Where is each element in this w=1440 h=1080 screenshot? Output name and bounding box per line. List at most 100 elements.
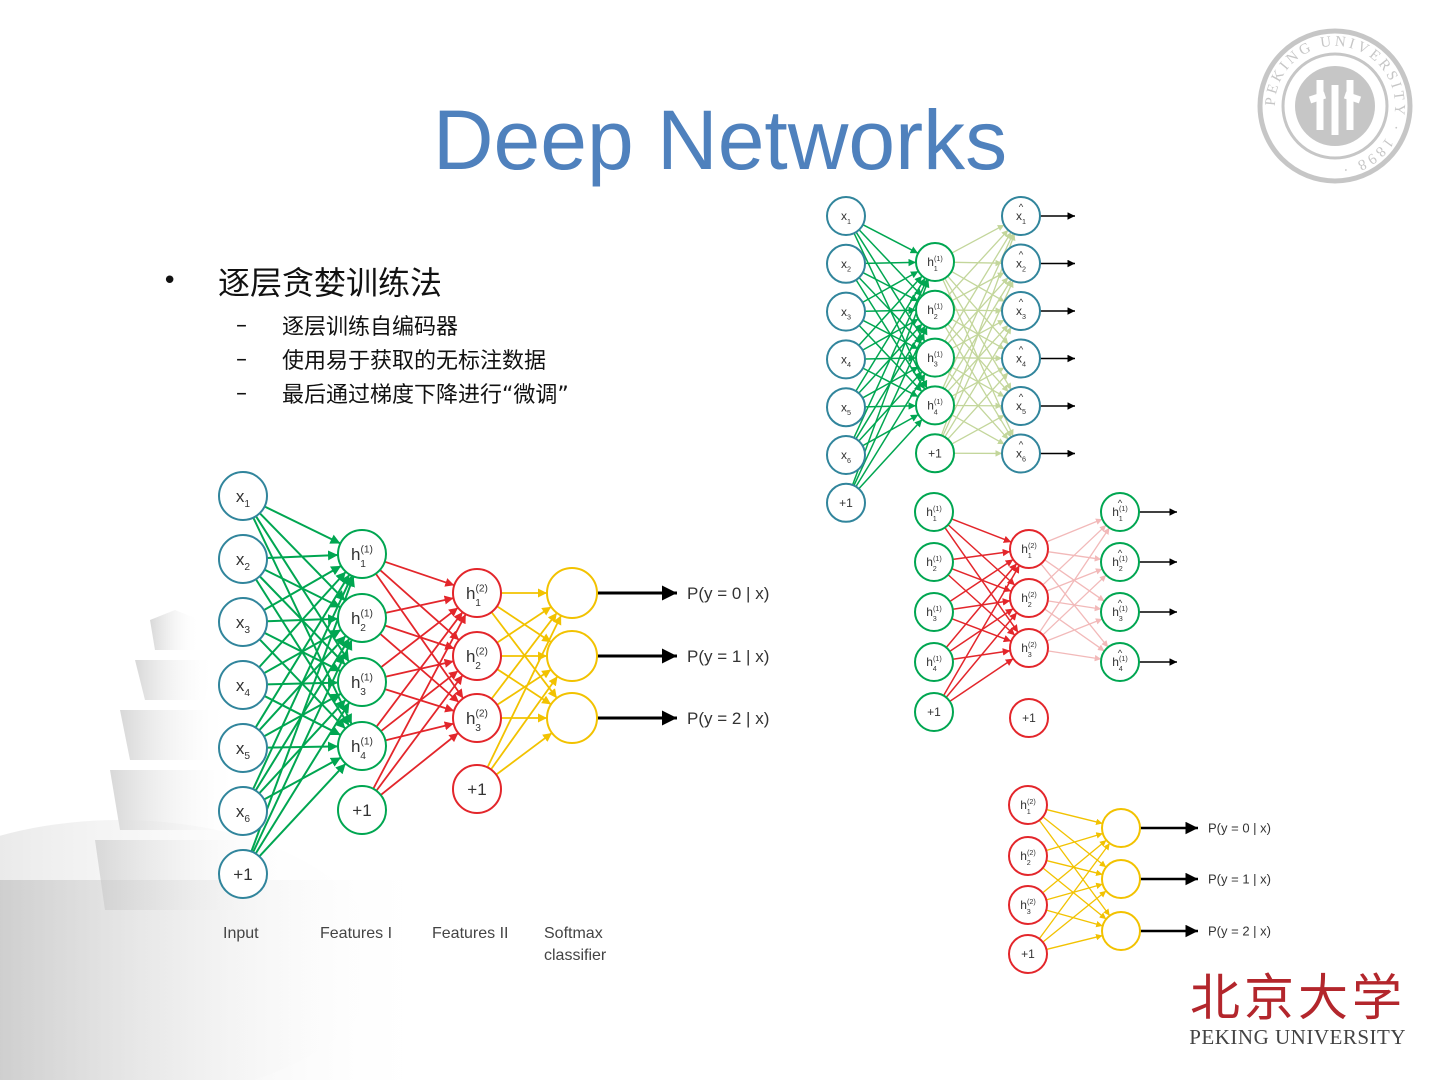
main-bullet: • 逐层贪婪训练法 [162,258,569,304]
ae2-output-node: h(1)1^ [1100,492,1140,532]
bullet-dot: • [162,266,178,296]
node-label: +1 [928,446,942,460]
ae1-output-node: x3^ [1001,291,1041,331]
connection-edge [375,611,464,728]
node-label: +1 [1021,947,1035,961]
ae2-hidden-node: +1 [1009,698,1049,738]
connection-edge [1046,909,1103,928]
connection-edge [1046,933,1103,951]
ae2-input-node: h(1)3 [914,592,954,632]
ae2-hidden-node: h(2)2 [1009,578,1049,618]
sub-bullets: –逐层训练自编码器 –使用易于获取的无标注数据 –最后通过梯度下降进行“微调” [162,308,569,410]
node-label: x1 [1016,209,1026,226]
connection-edge [949,657,1014,703]
connection-edge [942,280,1014,437]
node-label: h(1)3 [351,672,373,697]
input-node: +1 [218,849,268,899]
svg-text:^: ^ [1118,648,1123,659]
svg-text:^: ^ [1019,345,1024,356]
connection-edge [945,612,1018,698]
connection-edge [254,573,351,729]
connection-edge [855,373,926,487]
connection-edge [1046,832,1103,852]
connection-edge [942,565,1021,696]
hidden1-node: h(1)1 [337,529,387,579]
connection-edge [496,668,552,706]
softmax-node [546,567,598,619]
node-label: h(1)2 [926,554,941,573]
hidden1-node: h(1)4 [337,721,387,771]
connection-edge [266,550,339,561]
node-label: x6 [1016,447,1026,464]
connection-edge [952,548,1011,561]
sm-output-node [1101,808,1141,848]
connection-edge [951,224,1005,254]
softmax-node [546,692,598,744]
ae1-output-node: x5^ [1001,386,1041,426]
connection-edge [490,675,559,770]
logo-english: PEKING UNIVERSITY [1189,1025,1406,1049]
sub-bullet-text: 使用易于获取的无标注数据 [282,349,547,374]
svg-text:^: ^ [1019,392,1024,403]
hidden1-node: h(1)3 [337,657,387,707]
node-label: h(1)1 [1112,504,1127,523]
connection-edge [949,558,1014,603]
connection-edge [384,560,455,587]
connection-edge [1046,618,1103,642]
input-node: x3 [218,597,268,647]
ae2-input-node: +1 [914,692,954,732]
connection-edge [1046,859,1103,877]
node-label: h(1)4 [1112,654,1127,673]
connection-edge [254,701,351,855]
connection-edge [380,606,459,669]
sm-input-node: h(2)3 [1008,885,1048,925]
connection-edge [858,275,923,346]
node-label: x2 [841,257,851,274]
ae1-input-node: +1 [826,482,866,523]
sm-output-label: P(y = 2 | x) [1208,924,1271,939]
connection-edge [375,573,464,699]
ae1-output-node: x4^ [1001,338,1041,379]
node-label: +1 [839,496,853,510]
connection-edge [862,270,919,304]
node-label: h(2)2 [1021,590,1036,609]
connection-edge [490,612,558,700]
connection-edge [380,732,459,796]
connection-edge [951,518,1012,543]
node-label: x4 [1016,352,1026,369]
node-label: +1 [927,705,941,719]
node-label: h(1)4 [926,654,941,673]
connection-edge [264,505,341,545]
node-label: h(1)2 [1112,554,1127,573]
stage-label: Softmax [544,925,603,942]
connection-edge [379,633,460,703]
svg-text:^: ^ [1019,250,1024,261]
node-label: x3 [1016,304,1026,321]
node-label: x6 [236,802,251,825]
sub-bullet: –逐层训练自编码器 [162,308,569,342]
node-label: h(2)2 [466,646,488,671]
ae2-input-node: h(1)2 [914,542,954,582]
connection-edge [947,372,1009,440]
node-label: h(1)3 [1112,604,1127,623]
node-label: h(1)2 [351,608,373,633]
sub-bullet-text: 逐层训练自编码器 [282,315,459,340]
node-label: h(2)1 [1020,797,1035,816]
connection-edge [1047,650,1102,662]
svg-text:^: ^ [1118,498,1123,509]
connection-edge [1042,890,1107,943]
ae1-input-node: x3 [826,291,866,332]
sm-input-node: h(2)2 [1008,836,1048,876]
ae1-input-node: x6 [826,435,866,475]
bullet-list: • 逐层贪婪训练法 –逐层训练自编码器 –使用易于获取的无标注数据 –最后通过梯… [162,258,569,410]
node-label: +1 [1022,711,1036,725]
connection-edge [252,575,353,790]
stage-label: Features II [432,925,508,942]
node-label: h(2)3 [1021,640,1036,659]
sm-input-node: h(2)1 [1008,785,1048,825]
hidden1-node: h(1)2 [337,593,387,643]
node-label: x6 [841,448,851,465]
node-label: +1 [352,801,371,820]
